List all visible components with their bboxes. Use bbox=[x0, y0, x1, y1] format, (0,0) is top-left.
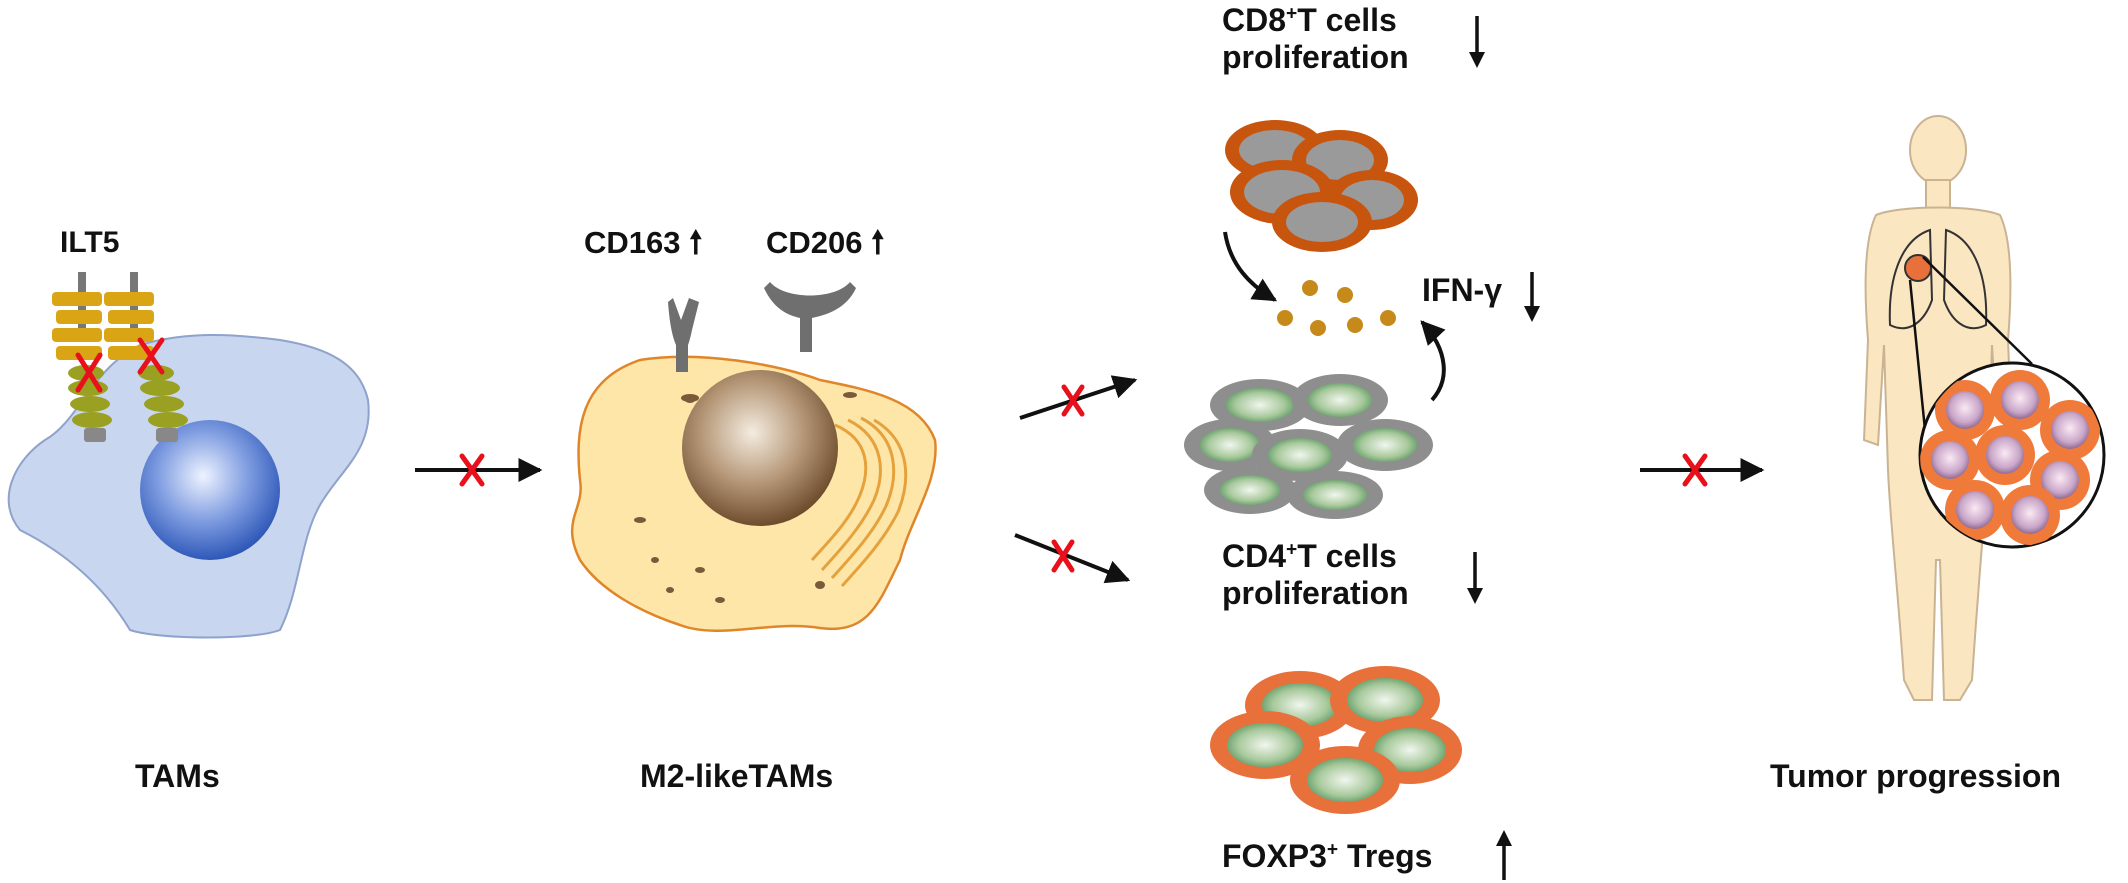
cd163-up-arrow-icon: 🠕 bbox=[689, 225, 703, 260]
cd4-label: CD4+T cells proliferation bbox=[1222, 538, 1409, 612]
arrow-m2-to-cd8 bbox=[1019, 375, 1138, 420]
cd4-line2: proliferation bbox=[1222, 574, 1409, 611]
tam-cell bbox=[7, 334, 370, 639]
cd163-receptor-icon bbox=[668, 298, 699, 372]
cd8-prefix: CD8 bbox=[1222, 2, 1287, 38]
ifn-gamma-cytokines bbox=[1277, 280, 1396, 336]
lung-tumor-spot bbox=[1904, 254, 1932, 282]
foxp3-label: FOXP3+ Tregs bbox=[1222, 838, 1432, 875]
foxp3-up-arrow-icon bbox=[1496, 830, 1512, 880]
cd8-line2: proliferation bbox=[1222, 38, 1409, 75]
cd206-up-arrow-icon: 🠕 bbox=[871, 225, 885, 260]
cd206-label: CD206 🠕 bbox=[766, 225, 884, 261]
ilt5-receptor-right bbox=[104, 272, 188, 442]
tumor-stage-label: Tumor progression bbox=[1770, 758, 2061, 794]
arrow-cd8-to-cytokines bbox=[1223, 231, 1278, 302]
cd8-label: CD8+T cells proliferation bbox=[1222, 2, 1409, 76]
cd4-prefix: CD4 bbox=[1222, 538, 1287, 574]
m2-tam-cell bbox=[570, 355, 937, 632]
tam-nucleus bbox=[140, 420, 280, 560]
m2-stage-label: M2-likeTAMs bbox=[640, 758, 834, 794]
foxp3-prefix: FOXP3 bbox=[1222, 838, 1327, 874]
m2-nucleus bbox=[682, 370, 838, 526]
tumor-zoom-circle bbox=[1918, 361, 2106, 549]
m2-organelles bbox=[634, 392, 857, 603]
cd4-suffix: T cells bbox=[1297, 538, 1397, 574]
arrow-cd4-to-cytokines bbox=[1420, 320, 1446, 402]
treg-cell-cluster bbox=[1210, 666, 1462, 814]
cd163-name: CD163 bbox=[584, 225, 681, 260]
cd8-suffix: T cells bbox=[1297, 2, 1397, 38]
ilt5-inhibition-mark-right bbox=[137, 337, 165, 375]
cd206-receptor-icon bbox=[764, 282, 856, 352]
foxp3-suffix: Tregs bbox=[1338, 838, 1433, 874]
cd163-label: CD163 🠕 bbox=[584, 225, 702, 261]
cd8-t-cell-cluster bbox=[1225, 120, 1418, 252]
cd8-sup: + bbox=[1286, 3, 1298, 25]
cd4-down-arrow-icon bbox=[1467, 552, 1483, 604]
cd206-name: CD206 bbox=[766, 225, 863, 260]
cd4-sup: + bbox=[1286, 539, 1298, 561]
foxp3-sup: + bbox=[1326, 839, 1339, 861]
ilt5-receptor-left bbox=[52, 272, 112, 442]
ilt5-label: ILT5 bbox=[60, 226, 120, 259]
tams-stage-label: TAMs bbox=[135, 758, 220, 794]
cd8-down-arrow-icon bbox=[1469, 16, 1485, 68]
cd4-t-cell-cluster bbox=[1184, 374, 1433, 519]
arrow-m2-to-cd4 bbox=[1014, 533, 1131, 584]
ilt5-inhibition-mark-left bbox=[75, 352, 103, 393]
m2-endoplasmic-reticulum bbox=[810, 416, 908, 588]
ifn-gamma-label: IFN-γ bbox=[1422, 272, 1502, 308]
arrow-to-tumor-progression bbox=[1640, 453, 1765, 487]
arrow-tam-to-m2 bbox=[415, 453, 543, 487]
ifn-down-arrow-icon bbox=[1524, 272, 1540, 322]
lungs-outline bbox=[1888, 228, 1988, 330]
